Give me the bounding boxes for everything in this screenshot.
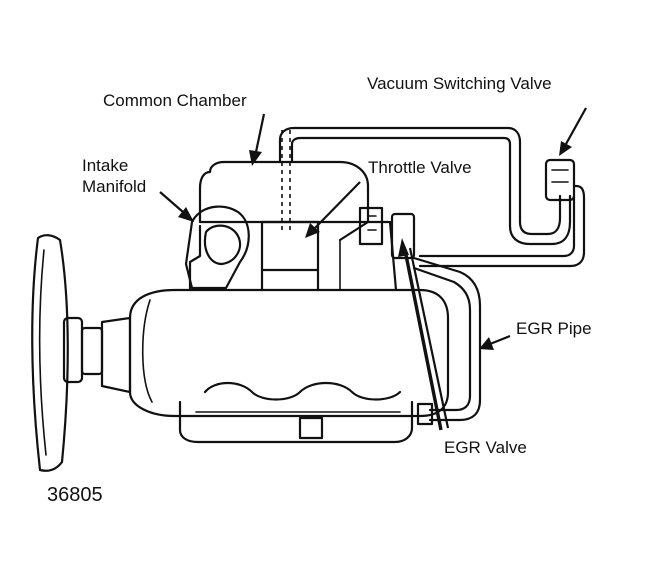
throttle-body-drawing: [358, 206, 416, 260]
manifold-label: Manifold: [82, 177, 146, 196]
egr-pipe-label: EGR Pipe: [516, 319, 592, 338]
common-chamber-label: Common Chamber: [103, 91, 247, 110]
common-chamber-leader: [249, 113, 266, 166]
egr-valve-leader: [398, 238, 450, 431]
egr-pipe-leader: [479, 334, 511, 350]
figure-number: 36805: [47, 484, 103, 506]
intake-manifold-leader: [159, 191, 194, 222]
vacuum-switching-valve-leader: [559, 107, 587, 156]
vacuum-switching-valve-drawing: [418, 158, 586, 268]
egr-pipe-drawing: [412, 256, 482, 426]
flywheel-drawing: [31, 234, 132, 472]
intake-manifold-drawing: [184, 205, 250, 290]
vacuum-hose-drawing: [278, 126, 572, 246]
common-chamber-drawing: [198, 130, 370, 230]
throttle-valve-label: Throttle Valve: [368, 158, 472, 177]
egr-valve-label: EGR Valve: [444, 438, 527, 457]
throttle-valve-leader: [305, 181, 361, 238]
intake-label: Intake: [82, 156, 128, 175]
vacuum-switching-valve-label: Vacuum Switching Valve: [367, 74, 552, 93]
